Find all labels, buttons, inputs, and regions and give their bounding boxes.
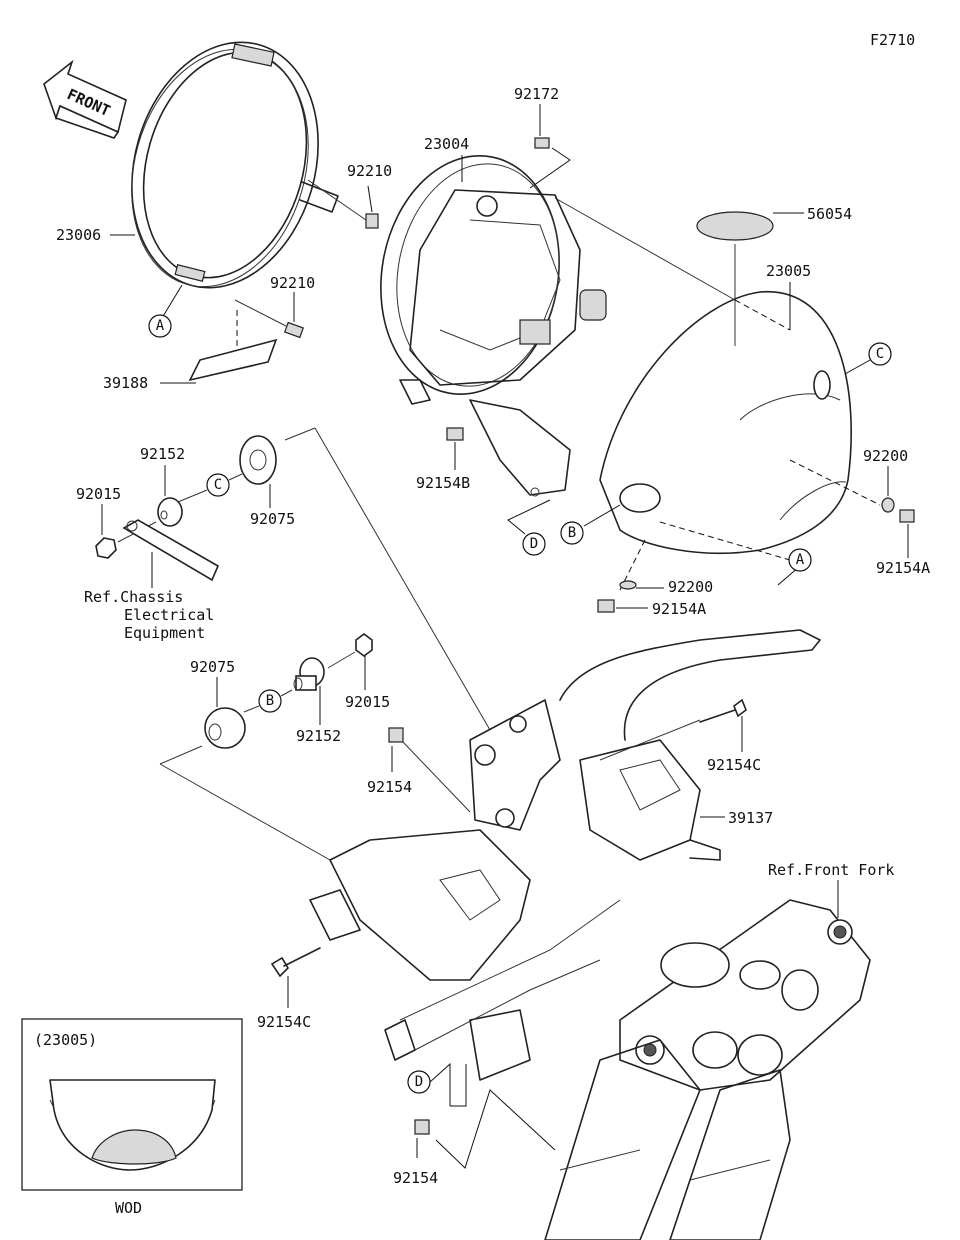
bolt-92154-upper	[388, 727, 404, 743]
callout-c-grommet: C	[214, 477, 222, 493]
callout-d-upper: D	[530, 536, 538, 552]
part-92172: 92172	[514, 85, 559, 103]
ref-chassis-line2: Electrical	[124, 606, 214, 624]
part-23005: 23005	[766, 262, 811, 280]
emblem	[696, 211, 774, 241]
ref-chassis-line1: Ref.Chassis	[84, 588, 183, 606]
part-92015-b: 92015	[345, 693, 390, 711]
part-92154B: 92154B	[416, 474, 470, 492]
inset-caption: WOD	[115, 1199, 142, 1217]
collar-upper	[157, 497, 183, 527]
bolt-92154B	[446, 427, 464, 441]
nut-lower	[355, 633, 373, 657]
washer-right	[881, 497, 895, 513]
bolt-92154C-upper	[699, 698, 747, 723]
screw-small	[284, 292, 304, 339]
part-92154C-a: 92154C	[707, 756, 761, 774]
cowl-variant-inset: (23005)	[21, 1018, 243, 1191]
part-23006: 23006	[56, 226, 101, 244]
headlight-bracket	[469, 629, 821, 861]
part-39188: 39188	[103, 374, 148, 392]
washer-lower	[619, 580, 637, 590]
front-direction-arrow: FRONT	[43, 59, 127, 139]
ref-chassis-line3: Equipment	[124, 624, 205, 642]
headlight-rim	[131, 41, 339, 289]
part-92015-a: 92015	[76, 485, 121, 503]
part-92154A-a: 92154A	[876, 559, 930, 577]
label-sticker	[188, 338, 278, 382]
part-23004: 23004	[424, 135, 469, 153]
part-92210-a: 92210	[347, 162, 392, 180]
callout-c-cowl: C	[876, 346, 884, 362]
part-92200-a: 92200	[863, 447, 908, 465]
chassis-strap	[122, 519, 220, 582]
part-39137: 39137	[728, 809, 773, 827]
headlight-cowl	[599, 291, 853, 555]
nut-upper	[95, 537, 117, 559]
callout-a-cowl: A	[796, 552, 805, 568]
part-92154C-b: 92154C	[257, 1013, 311, 1031]
part-92154-b: 92154	[393, 1169, 438, 1187]
bolt-92154-lower	[414, 1119, 430, 1135]
grommet-upper	[239, 435, 277, 485]
inset-title: (23005)	[34, 1031, 97, 1049]
lower-stay	[309, 829, 621, 1081]
part-92154-a: 92154	[367, 778, 412, 796]
grommet-lower	[204, 707, 246, 749]
collar-lower	[293, 657, 325, 691]
part-92152-a: 92152	[140, 445, 185, 463]
part-92210-b: 92210	[270, 274, 315, 292]
part-92200-b: 92200	[668, 578, 713, 596]
headlight-unit	[380, 155, 607, 497]
callout-a-rim: A	[156, 318, 165, 334]
bolt-92154A-lower	[597, 599, 615, 613]
ref-front-fork: Ref.Front Fork	[768, 861, 894, 879]
callout-b-grommet: B	[266, 693, 274, 709]
part-92154A-b: 92154A	[652, 600, 706, 618]
callout-b-cowl: B	[568, 525, 576, 541]
part-92075-b: 92075	[190, 658, 235, 676]
part-92152-b: 92152	[296, 727, 341, 745]
bolt-92154C-lower	[270, 947, 321, 978]
part-92075-a: 92075	[250, 510, 295, 528]
clip-nut	[365, 185, 379, 229]
bolt-92154A-right	[899, 509, 915, 523]
part-56054: 56054	[807, 205, 852, 223]
screw-92172	[534, 137, 550, 149]
front-fork	[544, 899, 871, 1240]
callout-d-lower: D	[415, 1074, 423, 1090]
figure-code: F2710	[870, 31, 915, 49]
